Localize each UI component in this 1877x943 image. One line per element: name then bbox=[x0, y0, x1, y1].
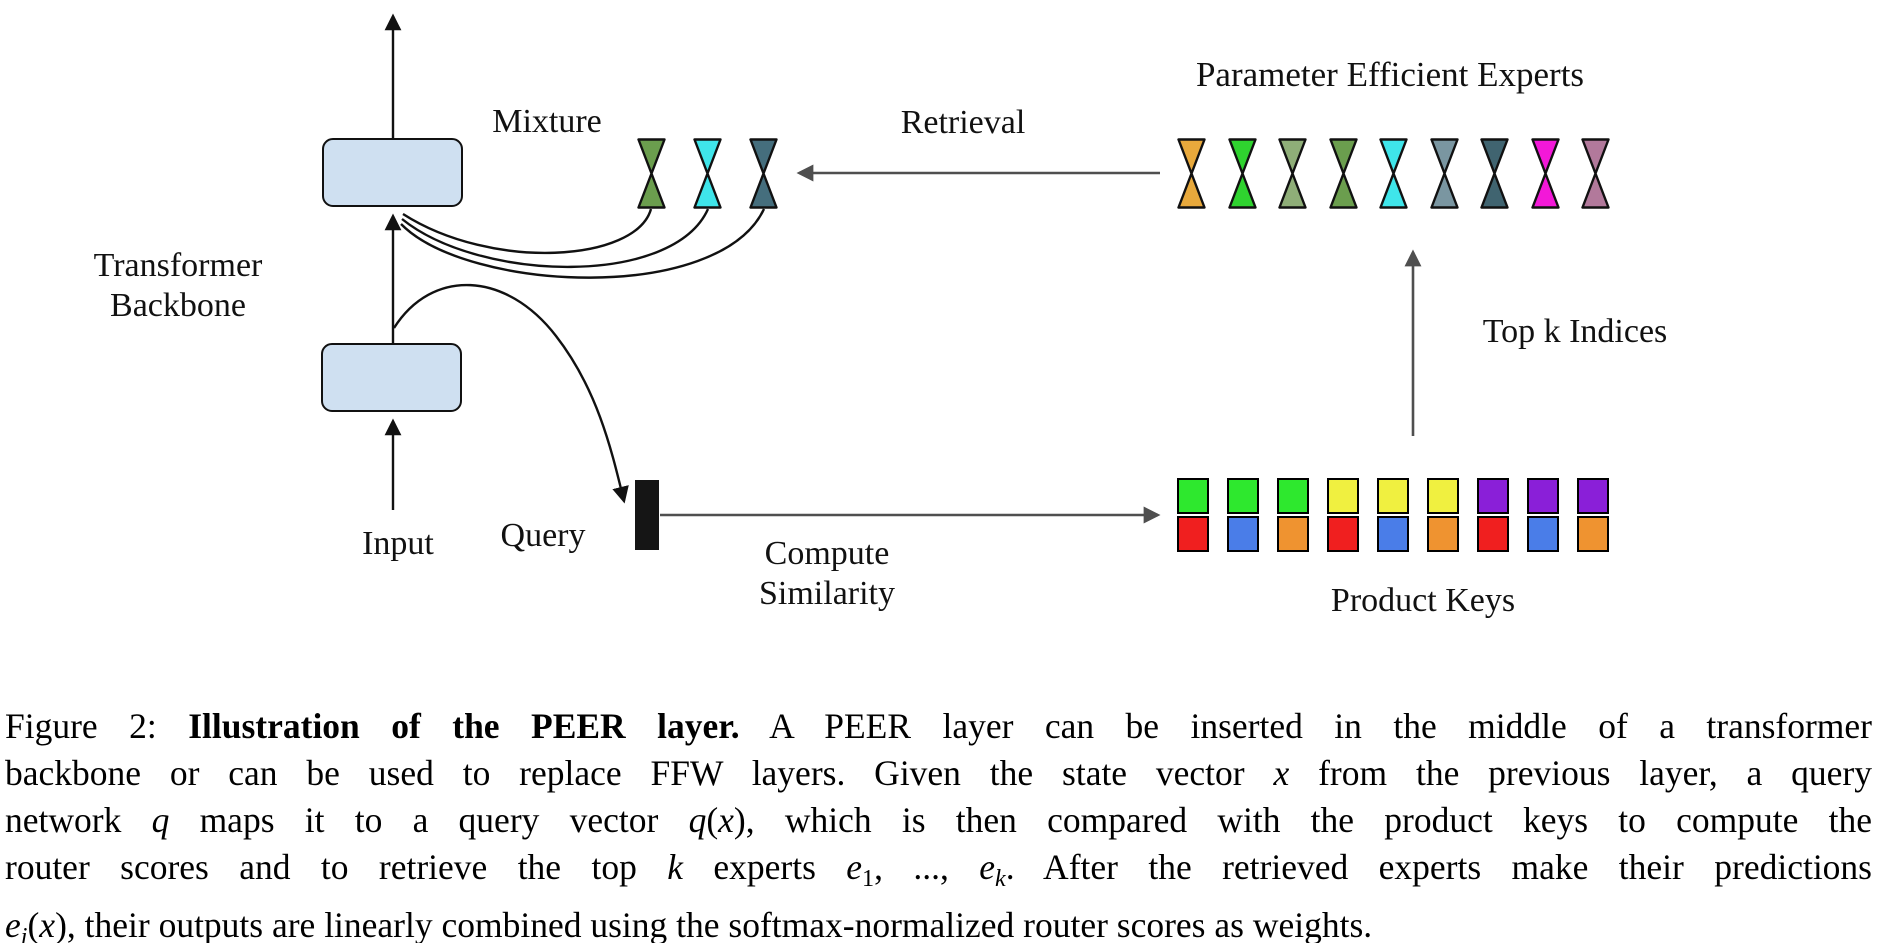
transformer-backbone-line2: Backbone bbox=[110, 287, 246, 325]
mixture-expert-hourglass-icon bbox=[749, 138, 778, 209]
mixture-expert-hourglass-icon bbox=[637, 138, 666, 209]
query-vector-rect bbox=[635, 480, 659, 550]
product-key-top-square bbox=[1227, 478, 1259, 514]
caption-segment: x bbox=[1273, 753, 1290, 793]
product-key-column bbox=[1277, 478, 1309, 552]
compute-similarity-line1: Compute bbox=[764, 535, 890, 572]
caption-segment: x bbox=[39, 904, 56, 943]
product-key-top-square bbox=[1527, 478, 1559, 514]
caption-line: network q maps it to a query vector q(x)… bbox=[5, 797, 1872, 844]
product-key-column bbox=[1327, 478, 1359, 552]
expert-hourglass-icon bbox=[1429, 138, 1459, 209]
mixture-expert-hourglass-icon bbox=[693, 138, 722, 209]
product-key-top-square bbox=[1477, 478, 1509, 514]
expert-hourglass-icon bbox=[1177, 138, 1206, 209]
product-key-bottom-square bbox=[1477, 516, 1509, 552]
caption-segment: ( bbox=[706, 800, 719, 840]
caption-segment: ), which is then compared with the produ… bbox=[733, 800, 1872, 840]
product-key-bottom-square bbox=[1527, 516, 1559, 552]
caption-line: router scores and to retrieve the top k … bbox=[5, 844, 1872, 902]
caption-segment: A PEER layer can be inserted in the midd… bbox=[739, 706, 1872, 746]
compute-similarity-line2: Similarity bbox=[759, 575, 895, 613]
caption-segment: maps it to a query vector bbox=[169, 800, 689, 840]
caption-segment: e bbox=[5, 904, 21, 943]
mixture-curve-3 bbox=[400, 208, 766, 279]
transformer-backbone-label: Transformer Backbone bbox=[94, 246, 263, 326]
caption-segment: from the previous layer, a query bbox=[1289, 753, 1872, 793]
product-key-bottom-square bbox=[1577, 516, 1609, 552]
caption-segment: k bbox=[667, 847, 683, 887]
figure-caption: Figure 2: Illustration of the PEER layer… bbox=[5, 703, 1872, 943]
compute-similarity-label: Compute Similarity bbox=[759, 534, 895, 614]
experts-title-label: Parameter Efficient Experts bbox=[1195, 55, 1585, 94]
product-key-column bbox=[1227, 478, 1259, 552]
product-key-bottom-square bbox=[1277, 516, 1309, 552]
product-keys-label: Product Keys bbox=[1330, 582, 1516, 619]
product-key-top-square bbox=[1177, 478, 1209, 514]
caption-segment: , ..., bbox=[874, 847, 980, 887]
caption-segment: q bbox=[688, 800, 707, 840]
product-keys-row bbox=[1177, 478, 1609, 552]
caption-segment: Illustration of the PEER layer. bbox=[188, 706, 740, 746]
caption-segment: network bbox=[5, 800, 152, 840]
caption-segment: k bbox=[995, 864, 1006, 892]
caption-line: Figure 2: Illustration of the PEER layer… bbox=[5, 703, 1872, 750]
expert-hourglass-icon bbox=[1227, 138, 1257, 209]
caption-segment: ), their outputs are linearly combined u… bbox=[55, 904, 1373, 943]
product-key-column bbox=[1177, 478, 1209, 552]
product-key-column bbox=[1577, 478, 1609, 552]
caption-segment: x bbox=[718, 800, 734, 840]
caption-line: ei(x), their outputs are linearly combin… bbox=[5, 902, 1872, 943]
caption-segment: q bbox=[151, 800, 170, 840]
product-key-column bbox=[1527, 478, 1559, 552]
product-key-bottom-square bbox=[1177, 516, 1209, 552]
transformer-backbone-line1: Transformer bbox=[93, 247, 263, 284]
product-key-column bbox=[1377, 478, 1409, 552]
product-key-bottom-square bbox=[1327, 516, 1359, 552]
caption-segment: 1 bbox=[862, 864, 875, 892]
caption-segment: Figure 2: bbox=[5, 706, 189, 746]
diagram-connectors bbox=[384, 13, 1422, 524]
product-key-bottom-square bbox=[1227, 516, 1259, 552]
expert-hourglass-icon bbox=[1530, 138, 1560, 209]
mixture-label: Mixture bbox=[492, 103, 602, 140]
expert-hourglass-icon bbox=[1581, 138, 1610, 209]
product-key-top-square bbox=[1377, 478, 1409, 514]
transformer-block-lower bbox=[321, 343, 462, 412]
retrieval-label: Retrieval bbox=[900, 104, 1026, 141]
caption-line: backbone or can be used to replace FFW l… bbox=[5, 750, 1872, 797]
product-key-bottom-square bbox=[1427, 516, 1459, 552]
input-label: Input bbox=[362, 525, 434, 562]
caption-segment: router scores and to retrieve the top bbox=[5, 847, 668, 887]
caption-segment: backbone or can be used to replace FFW l… bbox=[5, 753, 1274, 793]
product-key-top-square bbox=[1327, 478, 1359, 514]
mixture-experts-row bbox=[637, 138, 778, 209]
product-key-top-square bbox=[1427, 478, 1459, 514]
parameter-efficient-experts-row bbox=[1177, 138, 1610, 209]
query-label: Query bbox=[500, 517, 586, 554]
product-key-column bbox=[1477, 478, 1509, 552]
expert-hourglass-icon bbox=[1379, 138, 1408, 209]
caption-segment: ( bbox=[27, 904, 40, 943]
caption-segment: . After the retrieved experts make their… bbox=[1005, 847, 1872, 887]
caption-segment: i bbox=[20, 922, 28, 943]
caption-segment: e bbox=[979, 847, 996, 887]
mixture-curve-2 bbox=[401, 208, 710, 269]
expert-hourglass-icon bbox=[1278, 138, 1307, 209]
expert-hourglass-icon bbox=[1480, 138, 1509, 209]
product-key-bottom-square bbox=[1377, 516, 1409, 552]
caption-segment: experts bbox=[682, 847, 847, 887]
product-key-column bbox=[1427, 478, 1459, 552]
caption-segment: e bbox=[846, 847, 863, 887]
mixture-curve-1 bbox=[402, 208, 653, 255]
product-key-top-square bbox=[1577, 478, 1609, 514]
expert-hourglass-icon bbox=[1328, 138, 1358, 209]
query-curve bbox=[392, 283, 629, 504]
product-key-top-square bbox=[1277, 478, 1309, 514]
transformer-block-upper bbox=[322, 138, 463, 207]
top-k-indices-label: Top k Indices bbox=[1482, 313, 1668, 350]
